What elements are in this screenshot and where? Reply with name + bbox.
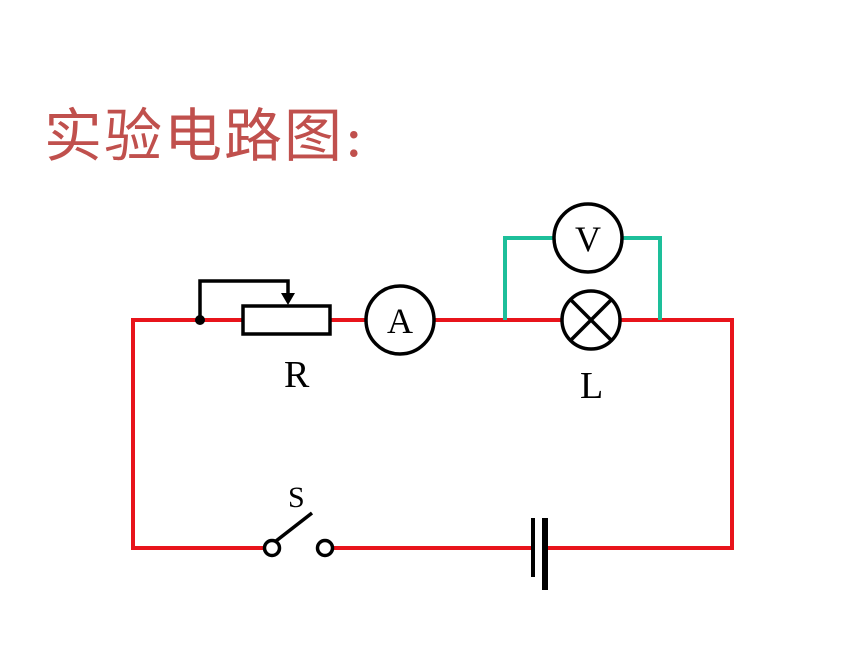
- voltmeter-right-wire: [622, 236, 662, 320]
- battery: [531, 518, 548, 590]
- switch-lever: [274, 511, 314, 543]
- right-wire: [547, 318, 734, 550]
- rheostat-slider-wire: [198, 279, 290, 320]
- page-title: 实验电路图:: [44, 102, 366, 170]
- rheostat-label: R: [284, 354, 310, 396]
- rheostat-junction-dot: [195, 315, 205, 325]
- switch-label: S: [288, 481, 305, 514]
- voltmeter-left-wire: [503, 236, 554, 320]
- left-wire: [131, 318, 272, 550]
- voltmeter-branch: [503, 236, 662, 320]
- rheostat-slider-arrow: [281, 293, 295, 305]
- voltmeter-circle: [552, 202, 624, 274]
- ammeter: A: [364, 284, 436, 356]
- voltmeter: V: [552, 202, 624, 274]
- lamp-cross-2: [569, 298, 613, 342]
- rheostat: R: [195, 279, 332, 396]
- switch-right-terminal: [315, 538, 335, 558]
- lamp: L: [560, 289, 622, 407]
- lamp-label: L: [580, 365, 603, 407]
- voltmeter-label: V: [575, 219, 601, 259]
- ammeter-circle: [364, 284, 436, 356]
- switch: S: [262, 481, 335, 558]
- switch-left-terminal: [262, 538, 282, 558]
- main-circuit-wires: [131, 318, 734, 550]
- rheostat-body: [241, 304, 332, 336]
- ammeter-label: A: [387, 301, 413, 341]
